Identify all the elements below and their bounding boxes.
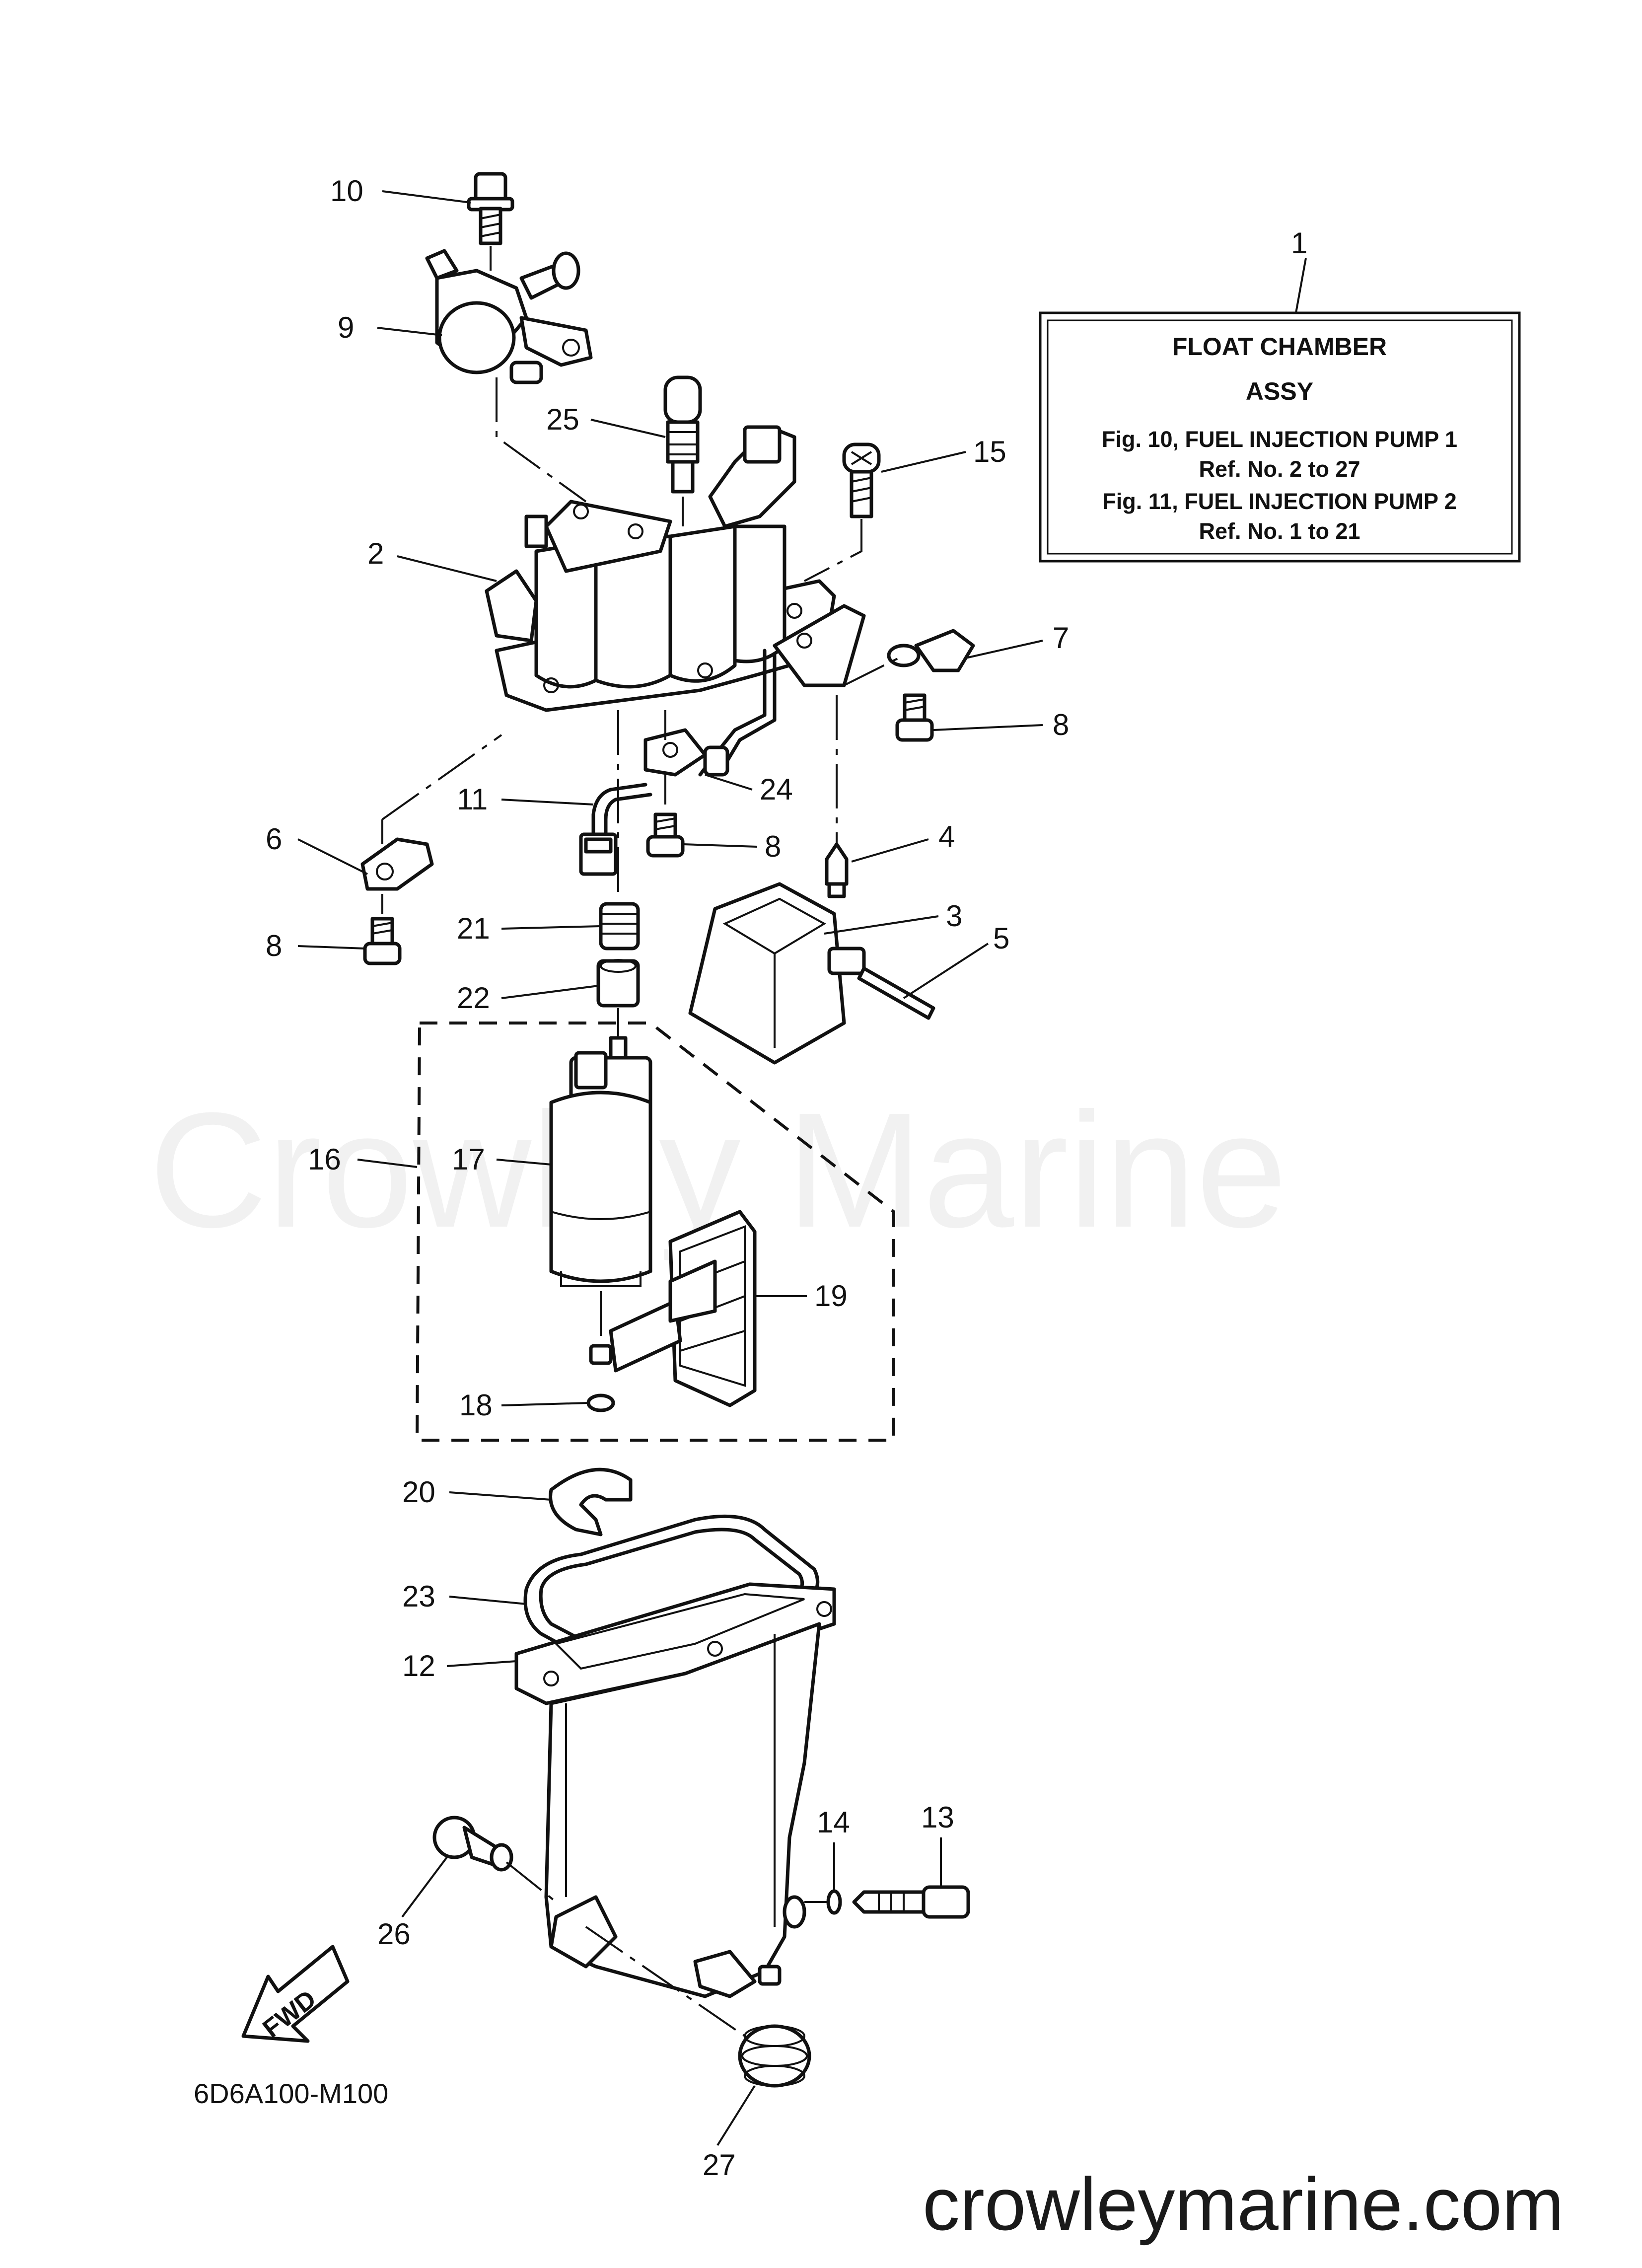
part-27-grommet [585, 1926, 811, 2088]
callout-20: 20 [402, 1475, 435, 1509]
info-box: FLOAT CHAMBER ASSY Fig. 10, FUEL INJECTI… [1039, 258, 1521, 563]
part-17-fuel-pump [549, 1036, 652, 1365]
part-5-pin [827, 947, 935, 1020]
callout-7: 7 [1053, 621, 1069, 655]
callout-19: 19 [814, 1279, 848, 1313]
callout-23: 23 [402, 1580, 435, 1613]
part-18-washer [586, 1393, 615, 1412]
callout-10: 10 [330, 174, 363, 208]
callout-8-right: 8 [1053, 708, 1069, 741]
info-box-line-3: Fig. 11, FUEL INJECTION PUMP 2 [1102, 489, 1457, 514]
part-8-screw-center [646, 775, 685, 858]
part-2-chamber-body [485, 425, 866, 777]
callout-8-left: 8 [266, 929, 282, 962]
fwd-arrow-icon: FWD [241, 1945, 350, 2044]
diagram-code: 6D6A100-M100 [194, 2078, 388, 2109]
info-box-title-1: FLOAT CHAMBER [1172, 333, 1387, 361]
part-15-screw [804, 442, 881, 582]
part-8-screw-right [895, 693, 934, 742]
callout-4: 4 [938, 820, 955, 853]
callout-17: 17 [452, 1143, 485, 1176]
part-4-needle-valve [825, 695, 849, 898]
part-7-holder [844, 629, 975, 686]
part-22-bushing [596, 959, 640, 1048]
info-box-line-2: Ref. No. 2 to 27 [1199, 456, 1360, 482]
callout-25: 25 [546, 403, 579, 436]
callout-13: 13 [921, 1801, 954, 1834]
callout-18: 18 [459, 1389, 493, 1422]
callout-24: 24 [760, 773, 793, 806]
part-3-cover [688, 882, 846, 1065]
callout-9: 9 [338, 311, 354, 344]
callout-22: 22 [457, 981, 490, 1015]
part-14-o-ring [804, 1889, 842, 1915]
site-text: crowleymarine.com [923, 2162, 1564, 2246]
part-25-sensor [663, 375, 702, 526]
part-9-pressure-regulator [425, 249, 593, 503]
info-box-line-1: Fig. 10, FUEL INJECTION PUMP 1 [1102, 427, 1457, 452]
part-16-pump-assembly-outline [415, 1022, 895, 1442]
callout-2: 2 [367, 537, 384, 570]
part-10-bolt [467, 172, 514, 271]
part-20-retainer [549, 1467, 633, 1536]
callout-16: 16 [308, 1143, 341, 1176]
callout-11: 11 [457, 783, 488, 816]
info-box-line-4: Ref. No. 1 to 21 [1199, 518, 1360, 544]
part-24-clamp [643, 710, 729, 777]
part-23-gasket [523, 1514, 820, 1671]
part-19-strainer [609, 1210, 757, 1407]
callout-6: 6 [266, 822, 282, 856]
part-8-screw-left [363, 894, 402, 965]
callout-12: 12 [402, 1649, 435, 1683]
callout-5: 5 [993, 922, 1009, 955]
part-6-plate [360, 734, 502, 891]
callout-1: 1 [1291, 226, 1307, 260]
info-box-title-2: ASSY [1246, 377, 1313, 405]
part-13-screw [852, 1885, 970, 1919]
callout-3: 3 [946, 899, 962, 933]
callouts: 1 2 3 4 5 6 7 8 8 8 9 10 11 12 13 14 15 [266, 174, 1307, 2182]
callout-14: 14 [817, 1806, 850, 1839]
callout-8-center: 8 [765, 830, 781, 863]
part-26-drain-plug [432, 1816, 557, 1903]
callout-15: 15 [973, 435, 1006, 468]
part-12-float-chamber [514, 1582, 836, 1998]
part-11-wire-lead [579, 783, 652, 876]
callout-27: 27 [703, 2148, 736, 2182]
callout-26: 26 [377, 1917, 411, 1951]
callout-21: 21 [457, 912, 490, 945]
